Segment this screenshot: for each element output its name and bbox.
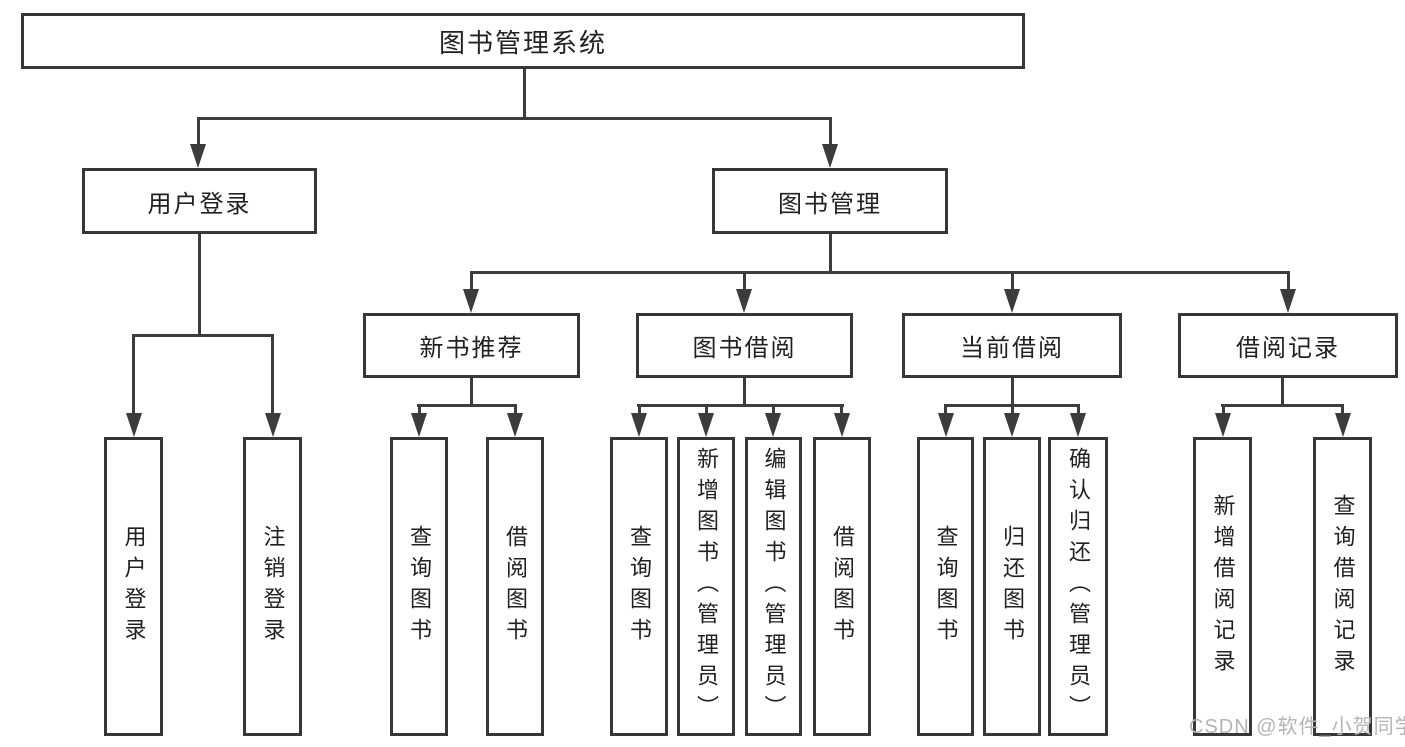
connector-records-bar [1221,404,1344,407]
connector-shaft [1287,272,1290,291]
arrow-down-icon [698,413,714,437]
arrow-down-icon [765,413,781,437]
leaf-borrow-books: 借阅图书 [813,437,871,736]
leaf-add-borrow-record-label: 新增借阅记录 [1210,493,1236,680]
connector-shaft [470,272,473,291]
connector-bookmgmt-bar [470,271,1290,274]
arrow-down-icon [507,413,523,437]
connector-newrec-stub [470,378,473,407]
leaf-query-books-current-label: 查询图书 [933,524,959,649]
connector-records-stub [1281,378,1284,407]
node-new-book-recommendation: 新书推荐 [363,313,580,378]
leaf-return-book-label: 归还图书 [1000,524,1025,649]
leaf-query-books-current: 查询图书 [917,437,974,736]
leaf-query-borrow-record-label: 查询借阅记录 [1330,493,1356,680]
connector-shaft [829,118,832,146]
arrow-down-icon [463,289,479,313]
arrow-down-icon [822,144,838,168]
leaf-add-book-admin: 新增图书（管理员） [677,437,735,736]
connector-bookborrow-bar [637,404,844,407]
connector-bookborrow-stub [743,378,746,407]
leaf-logout: 注销登录 [243,437,302,736]
arrow-down-icon [1280,289,1296,313]
node-library-system: 图书管理系统 [21,13,1025,69]
leaf-return-book: 归还图书 [983,437,1041,736]
arrow-down-icon [411,413,427,437]
leaf-add-borrow-record: 新增借阅记录 [1193,437,1252,736]
leaf-user-login: 用户登录 [104,437,163,736]
arrow-down-icon [736,289,752,313]
connector-shaft [197,118,200,146]
connector-shaft [1222,405,1225,415]
connector-shaft [705,405,708,415]
leaf-query-books-recommend-label: 查询图书 [407,524,432,649]
arrow-down-icon [938,413,954,437]
connector-bookmgmt-stub [829,234,832,274]
leaf-borrow-books-recommend: 借阅图书 [486,437,544,736]
arrow-down-icon [631,413,647,437]
leaf-add-book-admin-label: 新增图书（管理员） [694,447,719,726]
connector-shaft [1011,272,1014,291]
arrow-down-icon [265,413,281,437]
arrow-down-icon [1004,413,1020,437]
leaf-confirm-return-admin: 确认归还（管理员） [1048,437,1108,736]
connector-shaft [1011,405,1014,415]
leaf-query-books-borrow: 查询图书 [610,437,668,736]
watermark: CSDN @软件_小贺同学 [1189,716,1405,738]
leaf-confirm-return-admin-label: 确认归还（管理员） [1066,447,1091,726]
connector-newrec-bar [417,404,517,407]
arrow-down-icon [190,144,206,168]
connector-shaft [514,405,517,415]
connector-root-bar [197,117,832,120]
arrow-down-icon [1004,289,1020,313]
connector-shaft [132,335,135,415]
arrow-down-icon [1215,413,1231,437]
connector-current-stub [1011,378,1014,407]
connector-shaft [944,405,947,415]
connector-userlogin-stub [198,234,201,337]
arrow-down-icon [126,413,142,437]
arrow-down-icon [1070,413,1086,437]
leaf-user-login-label: 用户登录 [121,524,147,649]
arrow-down-icon [834,413,850,437]
connector-root-stub [523,69,526,120]
leaf-edit-book-admin-label: 编辑图书（管理员） [761,447,787,726]
connector-shaft [743,272,746,291]
node-book-borrowing: 图书借阅 [636,313,853,378]
leaf-query-books-borrow-label: 查询图书 [627,524,652,649]
leaf-query-borrow-record: 查询借阅记录 [1313,437,1372,736]
node-user-login: 用户登录 [82,168,317,234]
connector-shaft [418,405,421,415]
connector-shaft [638,405,641,415]
leaf-borrow-books-label: 借阅图书 [830,524,855,649]
connector-userlogin-bar [132,334,274,337]
leaf-query-books-recommend: 查询图书 [390,437,448,736]
arrow-down-icon [1335,413,1351,437]
node-current-borrowing: 当前借阅 [902,313,1122,378]
connector-shaft [1077,405,1080,415]
node-book-management: 图书管理 [712,168,948,234]
node-borrowing-records: 借阅记录 [1178,313,1398,378]
leaf-edit-book-admin: 编辑图书（管理员） [745,437,802,736]
leaf-borrow-books-recommend-label: 借阅图书 [503,524,528,649]
connector-shaft [1341,405,1344,415]
connector-shaft [840,405,843,415]
connector-shaft [772,405,775,415]
leaf-logout-label: 注销登录 [260,524,286,649]
connector-shaft [271,335,274,415]
